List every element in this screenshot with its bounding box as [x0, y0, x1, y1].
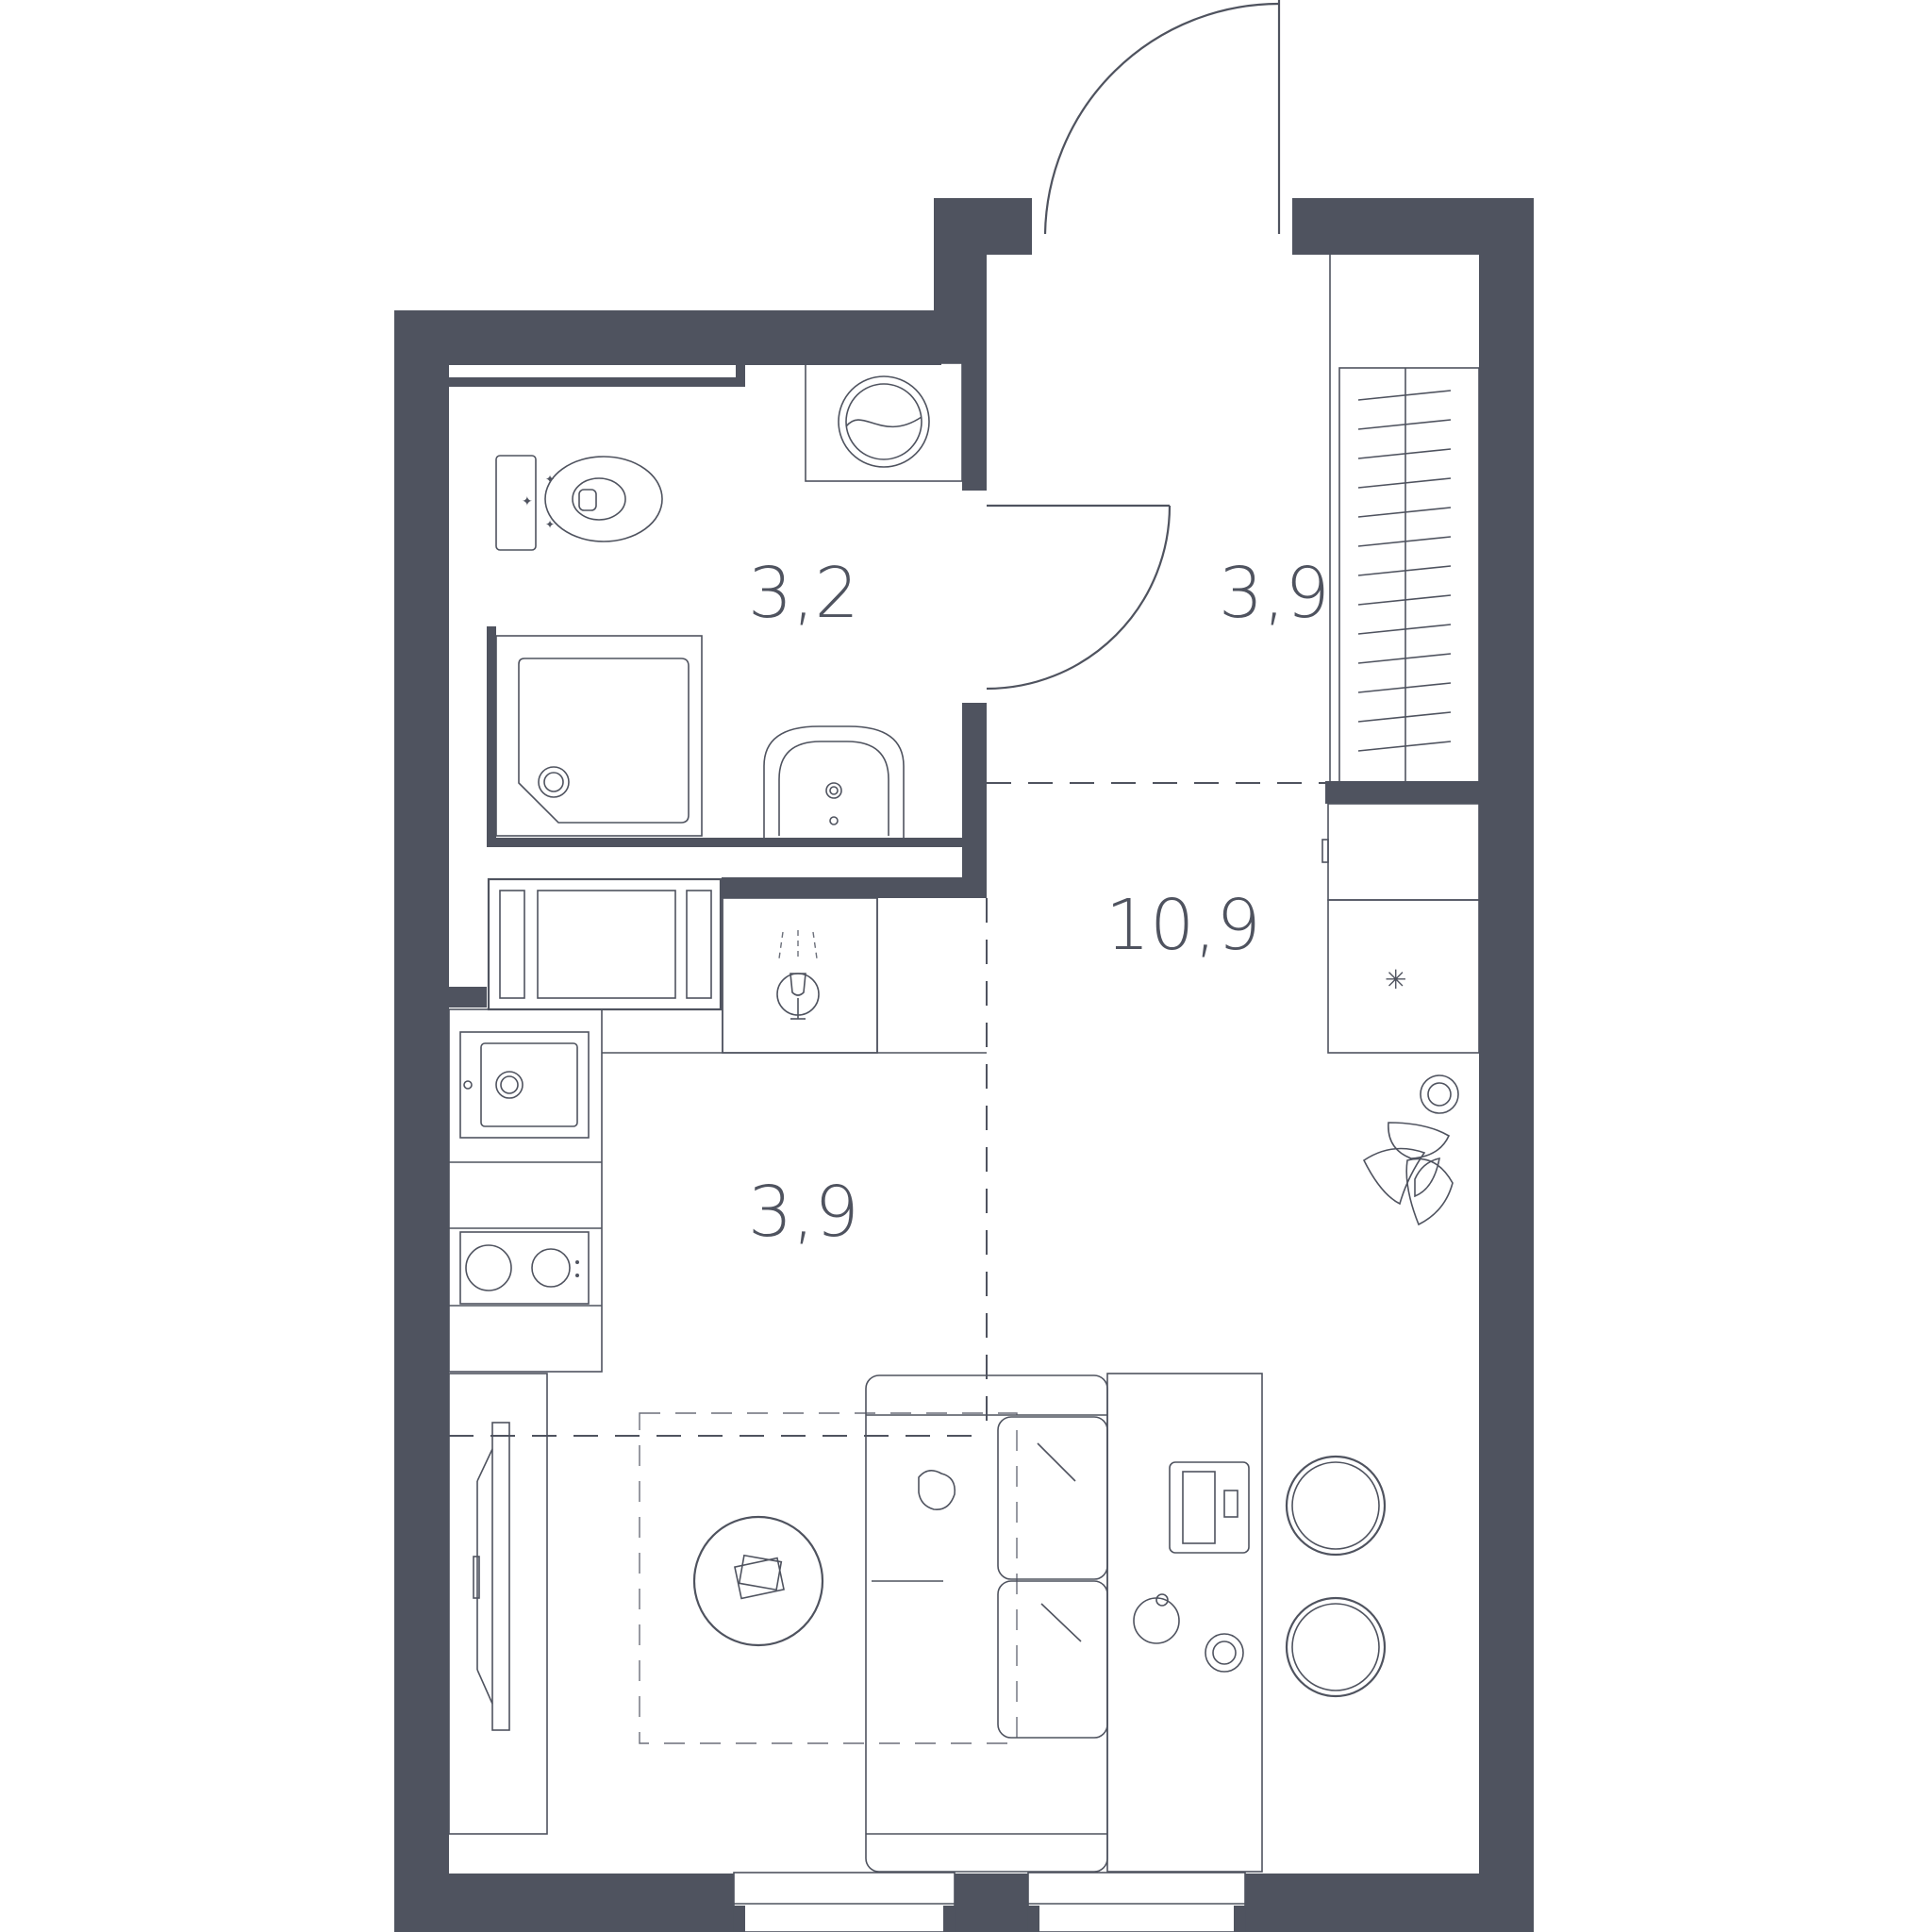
wall-left-thick-1	[394, 439, 449, 750]
toilet: ✦ ✦ ✦	[495, 455, 663, 551]
closet-hangers	[1357, 390, 1452, 752]
svg-text:✦: ✦	[545, 473, 555, 486]
rug	[639, 1412, 1018, 1744]
outer-walls	[394, 198, 1534, 1932]
wall-left-thick-2	[394, 1415, 449, 1792]
shower-tray	[495, 635, 703, 837]
window-2	[1027, 1872, 1246, 1932]
bathroom-door	[986, 504, 1172, 691]
washing-machine	[805, 362, 963, 482]
wall-right-thick-1	[1479, 439, 1534, 750]
washbasin	[763, 725, 905, 838]
windows	[733, 1872, 1246, 1932]
closet	[1329, 255, 1480, 784]
wall-entry-left-post	[934, 198, 987, 363]
dishwasher	[722, 897, 878, 1054]
area-kitchen: 3,9	[748, 1172, 859, 1253]
wall-bath-right-lower	[962, 703, 987, 890]
tv-unit	[448, 1373, 548, 1835]
kitchen-counter	[448, 898, 987, 1373]
zone-lines	[449, 782, 1325, 1437]
wall-bottom-right	[1245, 1874, 1534, 1932]
wall-bottom-left	[394, 1874, 734, 1932]
wall-kitchen-top	[722, 877, 987, 898]
cooktop	[459, 1231, 590, 1305]
sofa	[865, 1374, 1108, 1873]
wall-right-thick-2	[1479, 1566, 1534, 1849]
wall-bottom-middle	[955, 1874, 1028, 1932]
wall-bath-top-inner	[449, 377, 745, 387]
coffee-table	[692, 1515, 824, 1647]
window-1	[733, 1872, 956, 1932]
desk	[1106, 1373, 1263, 1873]
kitchen-sink	[459, 1031, 590, 1139]
area-hallway: 3,9	[1219, 553, 1330, 634]
wall-bath-top-inner-end	[736, 365, 745, 387]
interior-walls	[449, 363, 1479, 1008]
plant	[1362, 1074, 1459, 1226]
wall-kitchen-left-stub	[449, 987, 487, 1008]
area-bathroom: 3,2	[748, 553, 859, 634]
area-living-room: 10,9	[1105, 885, 1261, 966]
svg-text:✦: ✦	[522, 494, 533, 509]
stools	[1285, 1455, 1387, 1698]
hallway-cabinet	[487, 877, 723, 1011]
svg-text:✳: ✳	[1385, 964, 1406, 995]
wall-top-left	[394, 310, 941, 365]
svg-text:✦: ✦	[545, 518, 555, 531]
wall-closet-bottom	[1325, 781, 1479, 804]
side-cabinet: ✳	[1321, 803, 1480, 1054]
wall-bath-bottom	[487, 838, 962, 847]
entry-door	[1043, 0, 1281, 235]
wall-bath-right-upper	[962, 363, 987, 491]
wall-bath-left	[487, 626, 496, 847]
